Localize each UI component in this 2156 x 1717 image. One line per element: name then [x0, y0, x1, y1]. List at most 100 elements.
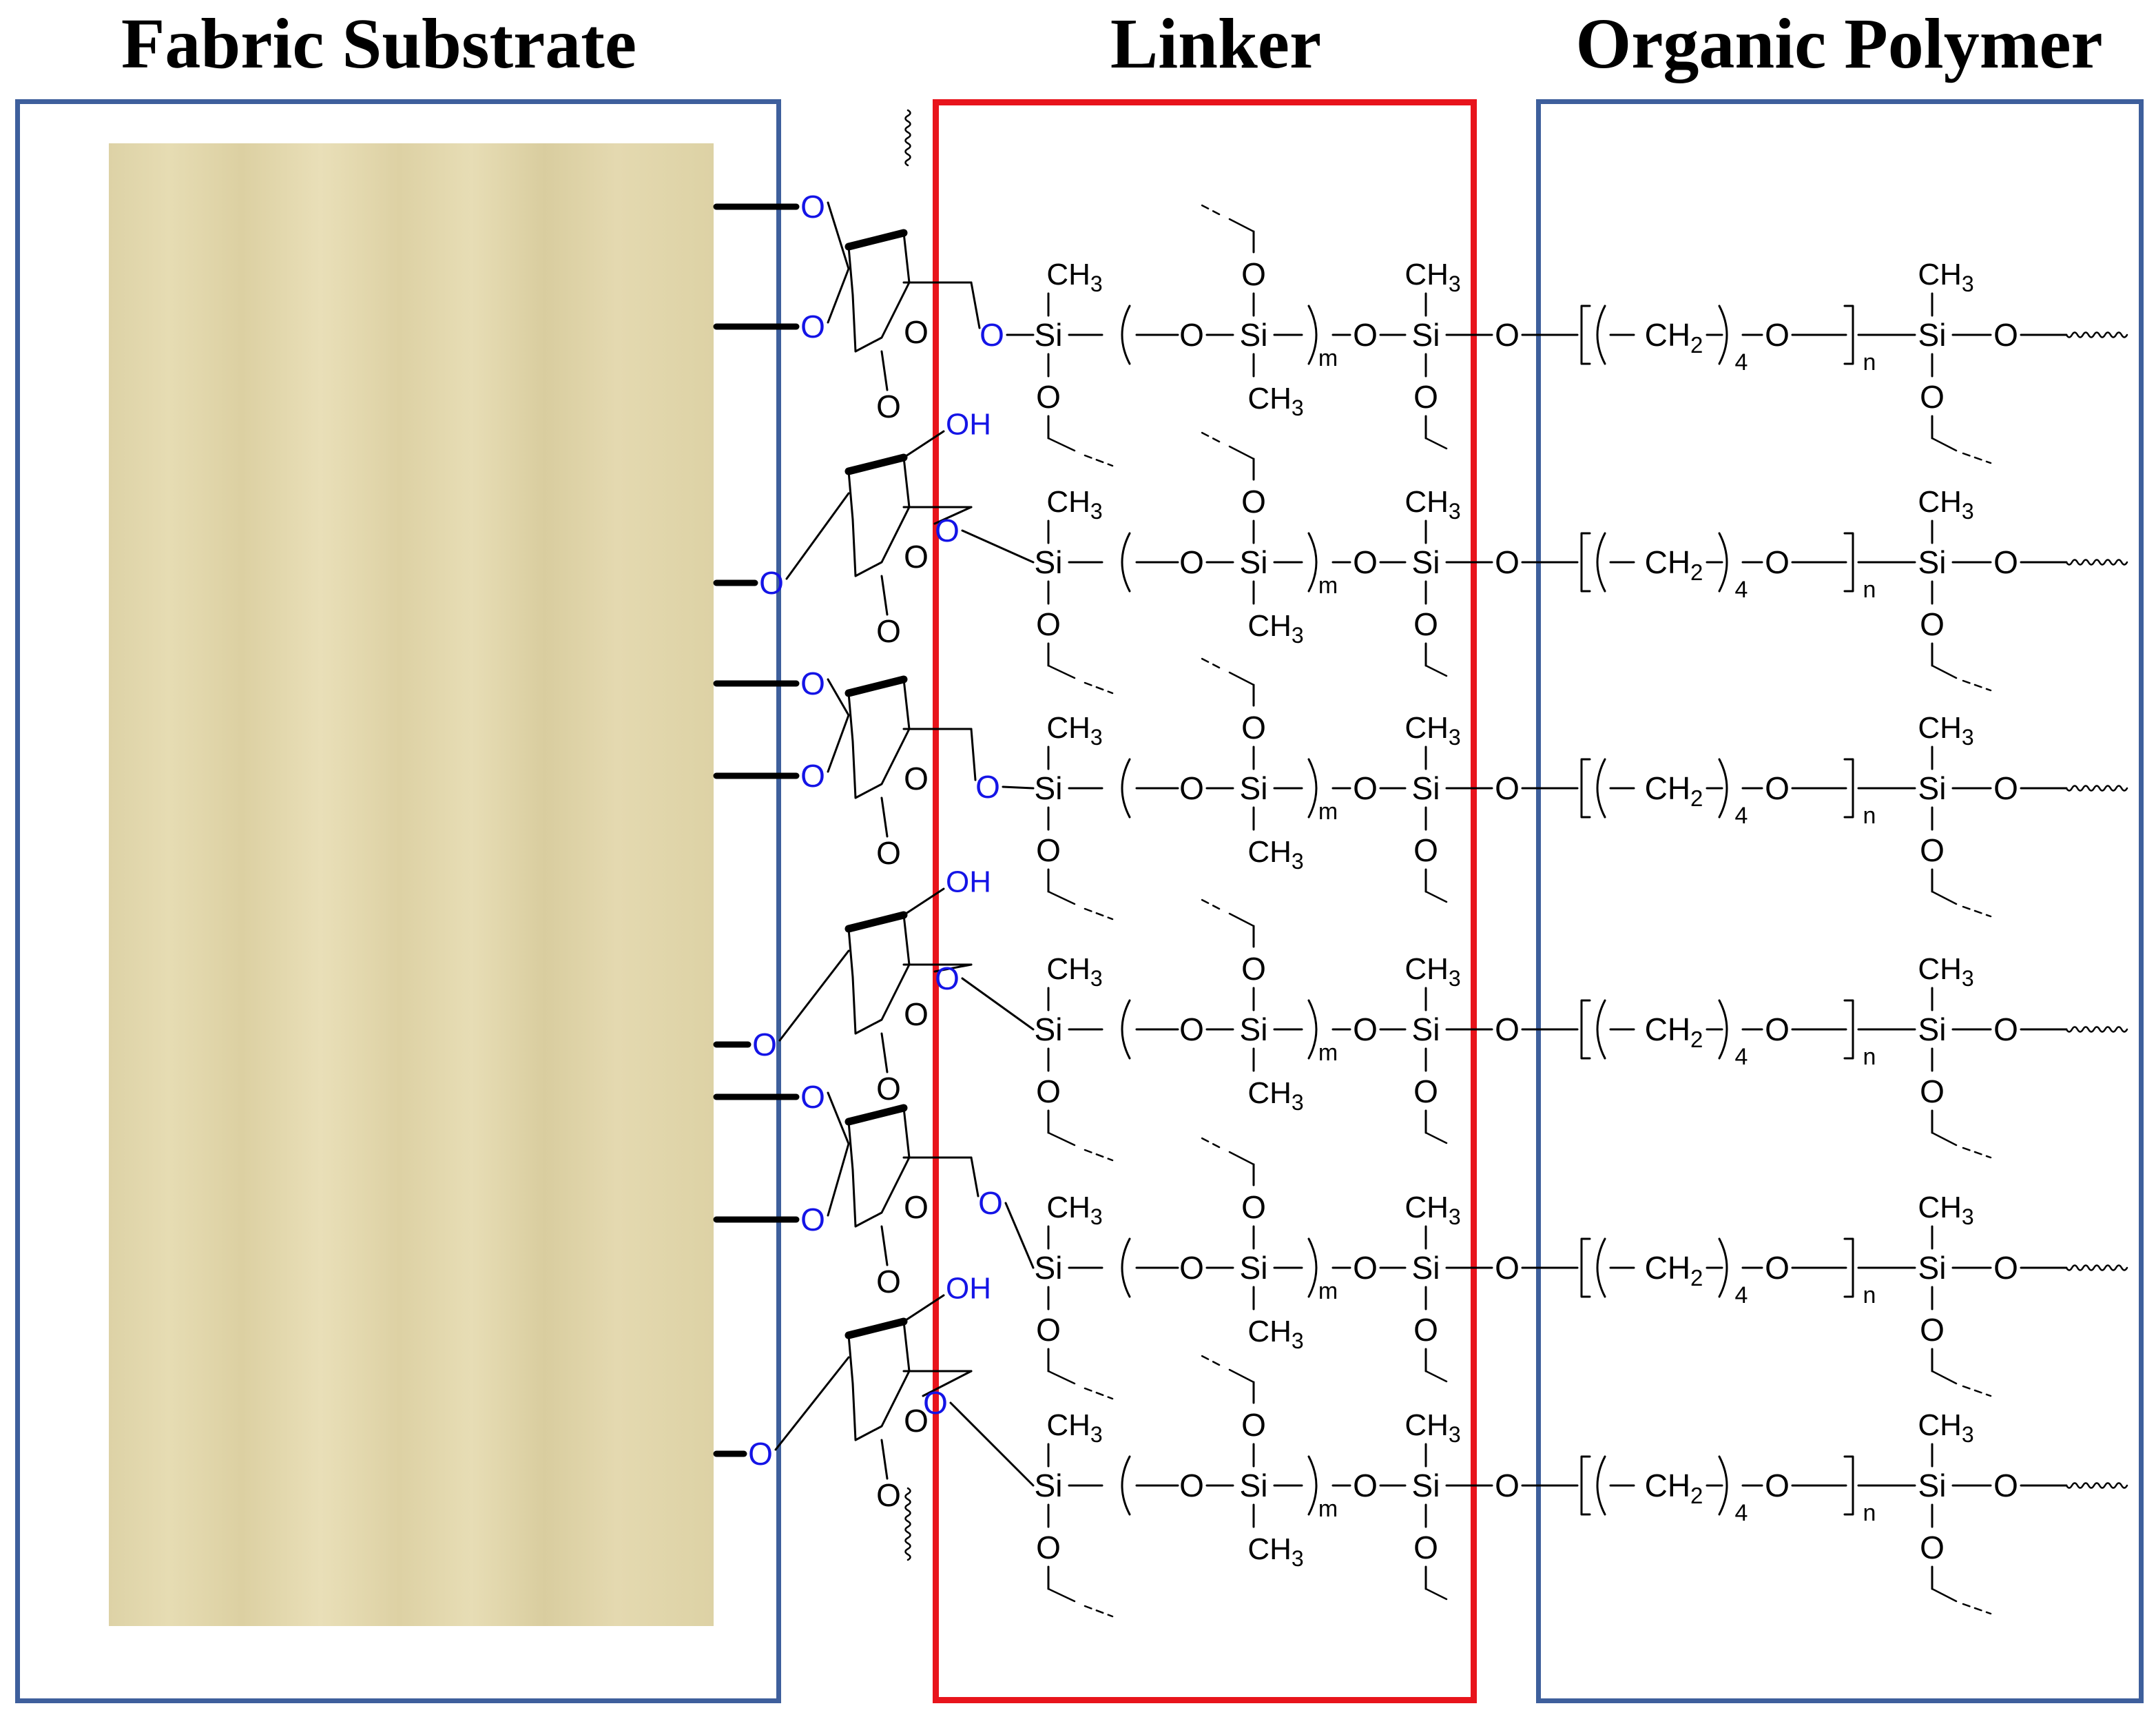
subscript-4: 4	[1735, 349, 1748, 376]
subscript-4: 4	[1735, 1044, 1748, 1070]
bond	[827, 714, 850, 773]
crosslink-dash	[1201, 431, 1221, 443]
methyl-label: CH3	[1247, 382, 1303, 421]
oxygen-atom: O	[1353, 544, 1378, 580]
oxygen-atom: O	[1413, 1073, 1438, 1109]
glycosidic-bond	[880, 1225, 889, 1266]
crosslink-bond	[1424, 437, 1448, 450]
open-paren	[1596, 1455, 1606, 1516]
methyl-label: CH3	[1046, 258, 1102, 297]
o-si-bond	[949, 1401, 1035, 1487]
crosslink-dash	[1962, 1385, 1992, 1397]
crosslink-bond	[1931, 664, 1958, 679]
wedge-bond	[844, 675, 908, 697]
wavy-chain-end	[2065, 785, 2128, 792]
oxygen-atom: O	[1765, 544, 1790, 580]
oxygen-atom: O	[1765, 317, 1790, 353]
methyl-label: CH3	[1404, 485, 1460, 524]
silicon-atom: Si	[1918, 1468, 1947, 1503]
o-si-bond	[961, 977, 1035, 1031]
crosslink-bond	[1931, 437, 1958, 452]
oxygen-atom: O	[1993, 1468, 2018, 1503]
glycosidic-oxygen: O	[876, 1071, 901, 1107]
silicon-atom: Si	[1240, 1250, 1268, 1286]
wedge-bond	[844, 1317, 908, 1339]
open-bracket	[1580, 1237, 1591, 1298]
methyl-label: CH3	[1918, 258, 1973, 297]
crosslink-dash	[1201, 898, 1221, 910]
methyl-label: CH3	[1247, 1315, 1303, 1354]
methylene-label: CH2	[1645, 317, 1703, 358]
methyl-label: CH3	[1918, 952, 1973, 991]
crosslink-bond	[1047, 1370, 1076, 1385]
crosslink-dash	[1084, 1605, 1114, 1618]
wavy-chain-end	[2065, 1264, 2128, 1271]
crosslink-dash	[1201, 657, 1221, 669]
glycosidic-oxygen: O	[876, 613, 901, 649]
methyl-label: CH3	[1247, 835, 1303, 874]
bond	[827, 1091, 850, 1145]
close-paren	[1718, 1455, 1728, 1516]
close-paren	[1718, 305, 1728, 365]
oxygen-atom: O	[1241, 1189, 1266, 1225]
silicon-atom: Si	[1240, 1011, 1268, 1047]
oxygen-atom: O	[1241, 710, 1266, 746]
crosslink-bond	[1228, 1151, 1255, 1166]
linker-title: Linker	[1110, 4, 1322, 83]
silicon-atom: Si	[1240, 544, 1268, 580]
subscript-m: m	[1318, 1040, 1338, 1066]
glycosidic-bond	[880, 350, 889, 391]
crosslink-bond	[1228, 671, 1255, 686]
linker-oxygen: O	[975, 769, 1000, 805]
close-paren	[1718, 532, 1728, 593]
close-paren	[1307, 758, 1318, 819]
close-paren	[1307, 1455, 1318, 1516]
crosslink-bond	[1047, 1587, 1076, 1603]
crosslink-dash	[1962, 1603, 1992, 1615]
open-paren	[1596, 532, 1606, 593]
close-bracket	[1843, 305, 1854, 365]
crosslink-dash	[1201, 1137, 1221, 1149]
open-paren	[1596, 305, 1606, 365]
bond	[827, 201, 850, 270]
subscript-m: m	[1318, 1278, 1338, 1304]
ring-oxygen: O	[904, 996, 929, 1032]
sugar-ring	[847, 1107, 911, 1228]
oxygen-atom: O	[1353, 317, 1378, 353]
fabric-texture-image	[109, 143, 714, 1626]
oxygen-atom: O	[1920, 832, 1945, 868]
oxygen-atom: O	[1413, 1312, 1438, 1348]
oxygen-atom: O	[1179, 544, 1204, 580]
close-bracket	[1843, 532, 1854, 593]
subscript-m: m	[1318, 1496, 1338, 1522]
methylene-label: CH2	[1645, 544, 1703, 585]
close-bracket	[1843, 758, 1854, 819]
ch2-bond	[922, 1370, 973, 1397]
wedge-bond	[844, 911, 908, 933]
oxygen-atom: O	[1993, 770, 2018, 806]
methyl-label: CH3	[1404, 952, 1460, 991]
methyl-label: CH3	[1404, 258, 1460, 297]
methyl-label: CH3	[1918, 711, 1973, 750]
open-bracket	[1580, 1455, 1591, 1516]
oxygen-atom: O	[1241, 484, 1266, 520]
oxygen-atom: O	[1413, 832, 1438, 868]
ch2-bond	[970, 728, 977, 781]
fabric-oxygen: O	[800, 309, 825, 345]
organic-polymer-title: Organic Polymer	[1575, 4, 2103, 83]
oxygen-atom: O	[1179, 770, 1204, 806]
methylene-label: CH2	[1645, 1468, 1703, 1508]
ring-oxygen: O	[904, 1189, 929, 1225]
close-paren	[1307, 532, 1318, 593]
glycosidic-bond	[880, 796, 889, 838]
methyl-label: CH3	[1918, 1408, 1973, 1448]
crosslink-bond	[1931, 1131, 1958, 1147]
ch2-bond	[970, 281, 981, 329]
methyl-label: CH3	[1046, 1408, 1102, 1448]
oxygen-atom: O	[1920, 1073, 1945, 1109]
open-paren	[1121, 532, 1131, 593]
crosslink-bond	[1424, 1587, 1448, 1601]
o-si-bond	[1002, 785, 1035, 790]
silicon-atom: Si	[1412, 317, 1440, 353]
open-bracket	[1580, 305, 1591, 365]
